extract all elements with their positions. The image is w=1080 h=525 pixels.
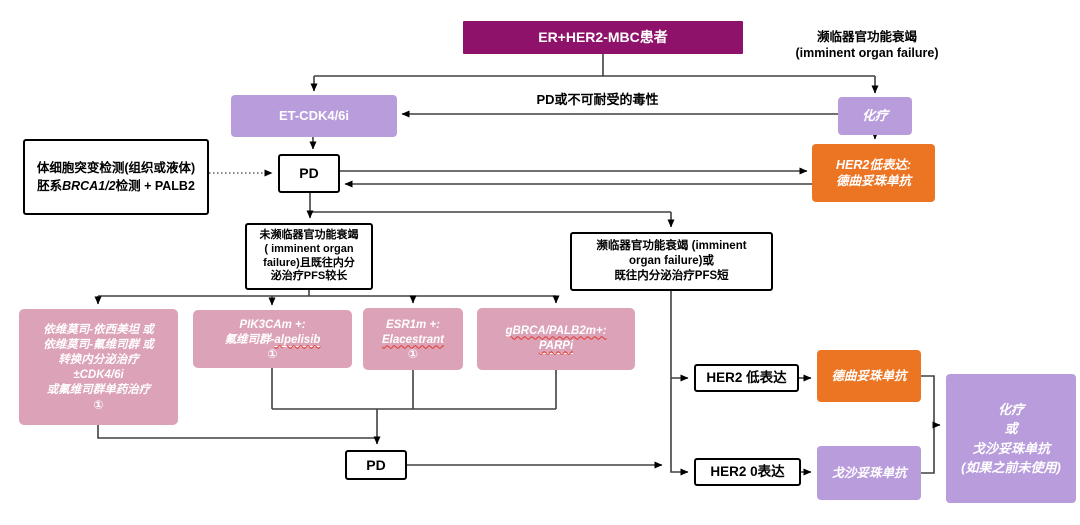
node-somatic-testing: 体细胞突变检测(组织或液体) 胚系BRCA1/2检测 + PALB2 (23, 139, 209, 215)
node-imminent-short-pfs: 濒临器官功能衰竭 (imminent organ failure)或 既往内分泌… (570, 232, 773, 291)
node-chemo-top-label: 化疗 (861, 107, 888, 123)
gene-gbrca-palb2: gBRCA/PALB2m+: (505, 324, 607, 337)
node-esr1m-elacestrant: ESR1m +: Elacestrant ① (363, 308, 463, 370)
node-pd-top: PD (278, 154, 340, 193)
footnote-1-icon: ① (407, 347, 419, 362)
connector-pink1-out (97, 425, 377, 439)
node-everolimus-options: 依维莫司-依西美坦 或 依维莫司-氟维司群 或 转换内分泌治疗 ±CDK4/6i… (19, 309, 178, 425)
somatic-line2: 胚系BRCA1/2检测 + PALB2 (37, 179, 195, 193)
node-sacituzumab: 戈沙妥珠单抗 (817, 446, 921, 500)
node-her2-low: HER2 低表达 (694, 364, 799, 392)
connector-merge-right (921, 375, 935, 474)
connector-pd-split (309, 193, 671, 213)
node-chemo-or-sacituzumab: 化疗 或 戈沙妥珠单抗 (如果之前未使用) (946, 374, 1076, 503)
node-pik3ca-alpelisib: PIK3CAm +: 氟维司群-alpelisib ① (193, 310, 352, 368)
somatic-line1: 体细胞突变检测(组织或液体) (36, 160, 196, 175)
node-patient-label: ER+HER2-MBC患者 (538, 29, 668, 46)
drug-alpelisib: alpelisib (274, 333, 321, 347)
label-imminent-organ-failure-top: 濒临器官功能衰竭 (imminent organ failure) (795, 30, 939, 61)
gene-brca12: BRCA1/2 (62, 179, 116, 193)
connector-notimminent-bus (98, 290, 556, 297)
node-not-imminent: 未濒临器官功能衰竭 ( imminent organ failure)且既往内分… (245, 223, 373, 290)
node-chemo-top: 化疗 (838, 97, 912, 135)
node-et-cdk46i: ET-CDK4/6i (231, 95, 397, 137)
label-pd-or-toxicity: PD或不可耐受的毒性 (536, 92, 659, 107)
node-tdxd: 德曲妥珠单抗 (817, 350, 921, 402)
connector-trunk-to-her2zero (670, 463, 689, 476)
node-her2-zero: HER2 0表达 (694, 458, 801, 486)
drug-parpi: PARPi (538, 339, 574, 355)
node-patient: ER+HER2-MBC患者 (463, 21, 743, 54)
node-et-cdk46i-label: ET-CDK4/6i (278, 107, 350, 123)
connector-patient-stem (314, 54, 875, 77)
footnote-1-icon: ① (93, 397, 104, 412)
pink2-line2: 氟维司群-alpelisib (224, 333, 321, 347)
drug-elacestrant: Elacestrant (381, 333, 444, 346)
node-her2low-tdxd: HER2低表达: 德曲妥珠单抗 (812, 144, 935, 202)
footnote-1-icon: ① (267, 347, 278, 362)
node-pd-bottom: PD (345, 450, 407, 480)
node-gbrca-parpi: gBRCA/PALB2m+: PARPi (477, 308, 635, 370)
